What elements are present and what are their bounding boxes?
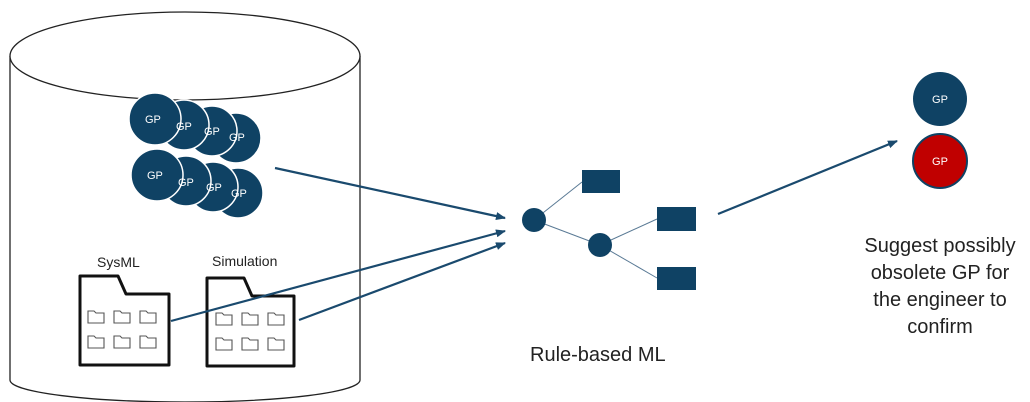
suggestion-line: the engineer to bbox=[873, 289, 1006, 311]
output-gp-obsolete: GP bbox=[912, 133, 968, 189]
suggestion-line: confirm bbox=[907, 316, 973, 338]
arrow-gp-to-ml bbox=[274, 166, 506, 220]
gp-stack-bottom: GP GP GP GP bbox=[130, 148, 264, 219]
decision-tree-icon bbox=[522, 170, 696, 290]
sysml-folder-label: SysML bbox=[97, 254, 140, 270]
ml-caption: Rule-based ML bbox=[530, 344, 666, 366]
gp-label: GP bbox=[206, 182, 222, 194]
gp-label: GP bbox=[176, 121, 192, 133]
arrow-sysml-to-ml bbox=[170, 229, 506, 323]
gp-label: GP bbox=[147, 170, 163, 182]
gp-label: GP bbox=[231, 188, 247, 200]
database-cylinder-icon bbox=[9, 11, 361, 402]
sysml-folder-icon bbox=[78, 274, 171, 367]
simulation-folder-icon bbox=[205, 276, 296, 368]
gp-label: GP bbox=[932, 94, 948, 106]
gp-label: GP bbox=[145, 114, 161, 126]
arrow-ml-to-output bbox=[717, 139, 898, 216]
suggestion-line: Suggest possibly bbox=[864, 235, 1015, 257]
gp-label: GP bbox=[178, 177, 194, 189]
gp-stack-top: GP GP GP GP bbox=[128, 92, 262, 164]
output-gp-normal: GP bbox=[913, 72, 967, 126]
arrow-simulation-to-ml bbox=[298, 241, 506, 322]
gp-label: GP bbox=[932, 156, 948, 168]
gp-label: GP bbox=[204, 126, 220, 138]
suggestion-line: obsolete GP for bbox=[871, 262, 1010, 284]
simulation-folder-label: Simulation bbox=[212, 253, 277, 269]
gp-label: GP bbox=[229, 132, 245, 144]
